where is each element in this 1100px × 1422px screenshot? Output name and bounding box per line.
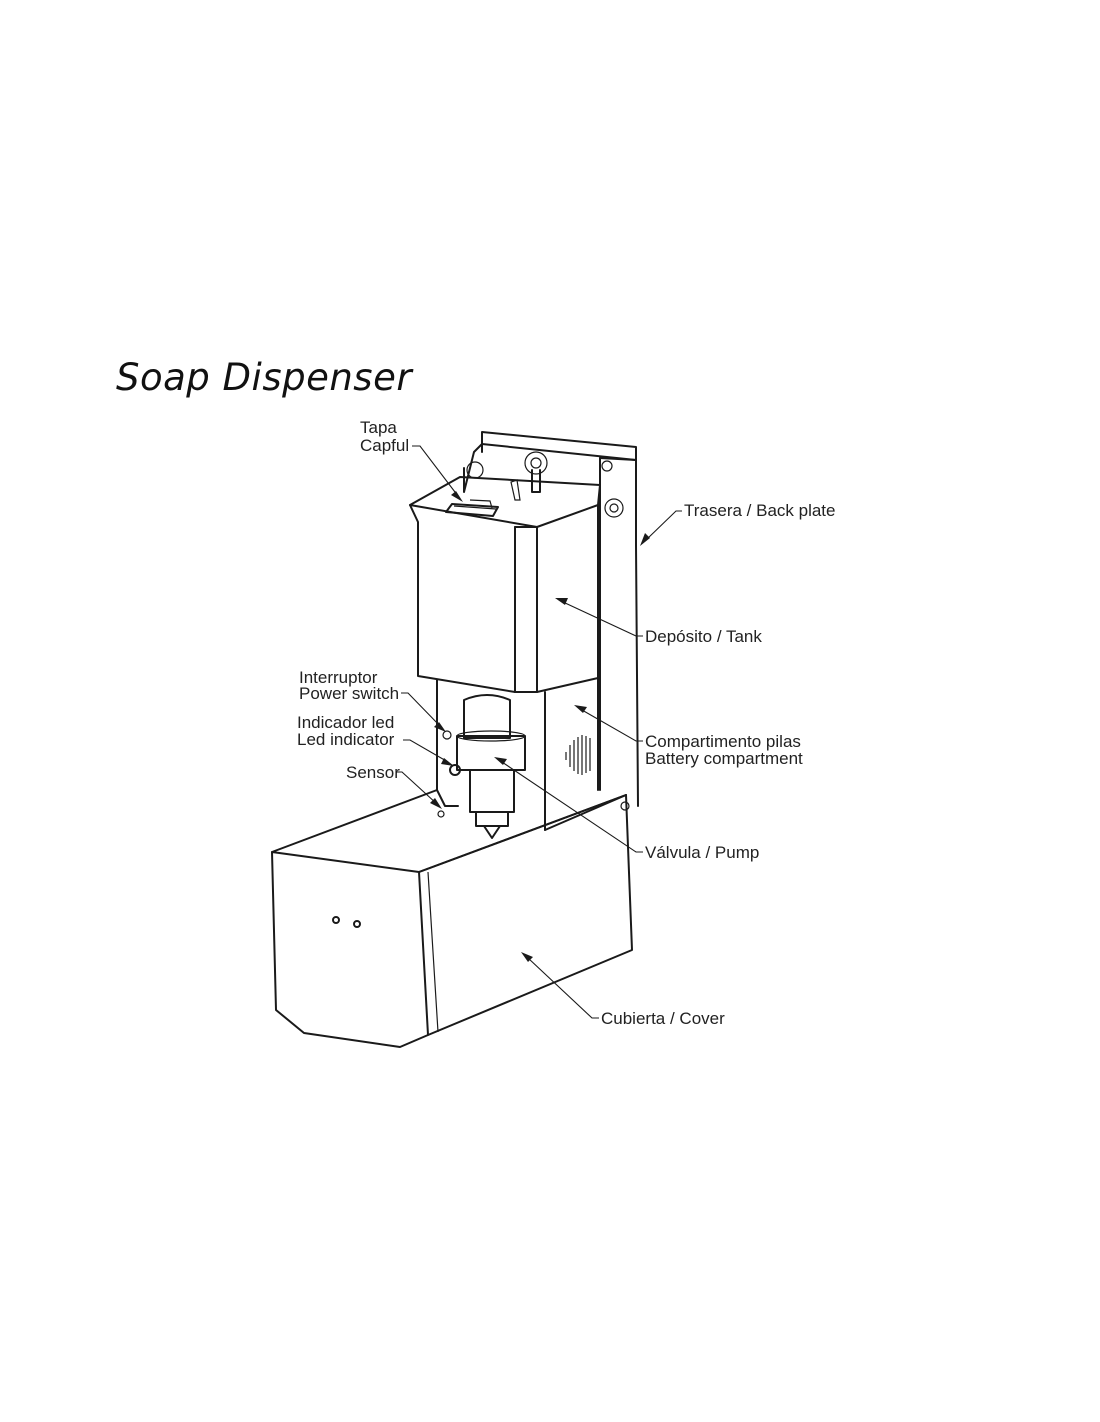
label-led-en: Led indicator <box>297 730 395 749</box>
callout-pump: Válvula / Pump <box>494 757 759 862</box>
callout-tank: Depósito / Tank <box>555 598 762 646</box>
label-cover: Cubierta / Cover <box>601 1009 725 1028</box>
label-tank: Depósito / Tank <box>645 627 762 646</box>
led-indicator-part <box>449 764 461 776</box>
page-title: Soap Dispenser <box>116 356 413 399</box>
label-switch-es: Interruptor <box>299 668 378 687</box>
label-back-plate: Trasera / Back plate <box>684 501 836 520</box>
pump-assembly <box>436 677 599 839</box>
tank <box>409 476 601 693</box>
label-capful-en: Capful <box>360 436 409 455</box>
callout-sensor: Sensor <box>346 763 442 809</box>
label-switch-en: Power switch <box>299 684 399 703</box>
label-battery-es: Compartimento pilas <box>645 732 801 751</box>
callout-power-switch: Interruptor Power switch <box>299 668 446 732</box>
callout-cover: Cubierta / Cover <box>521 952 725 1028</box>
callout-battery-compartment: Compartimento pilas Battery compartment <box>574 705 803 768</box>
sensor-part <box>436 789 459 807</box>
callout-led-indicator: Indicador led Led indicator <box>297 713 454 766</box>
label-led-es: Indicador led <box>297 713 394 732</box>
callout-back-plate: Trasera / Back plate <box>640 501 836 546</box>
label-pump: Válvula / Pump <box>645 843 759 862</box>
label-battery-en: Battery compartment <box>645 749 803 768</box>
label-sensor: Sensor <box>346 763 400 782</box>
cover <box>271 789 633 1048</box>
back-plate <box>463 431 639 807</box>
callout-capful: Tapa Capful <box>360 418 463 502</box>
power-switch-part <box>442 730 452 740</box>
battery-grille <box>565 735 591 775</box>
label-capful-es: Tapa <box>360 418 397 437</box>
